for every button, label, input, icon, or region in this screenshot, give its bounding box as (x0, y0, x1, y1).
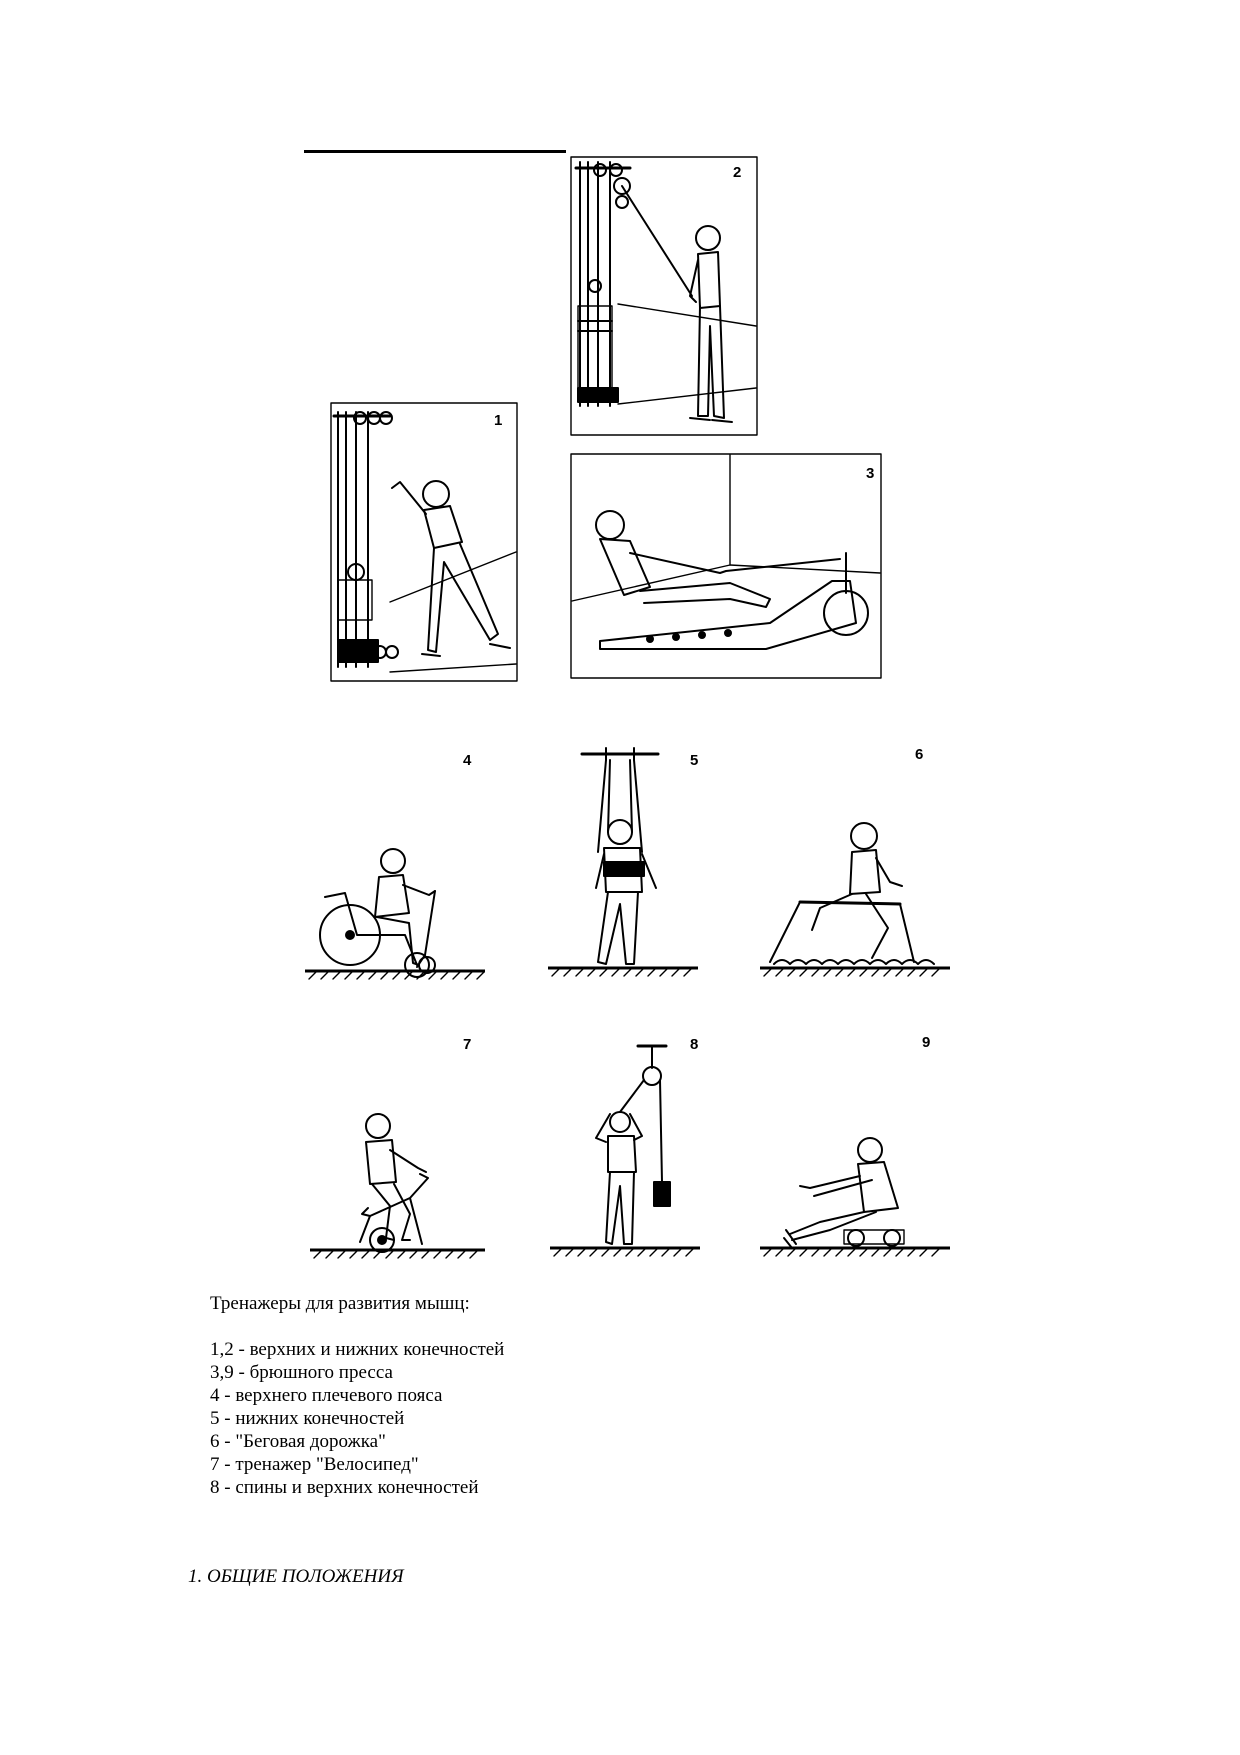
caption-item: 4 - верхнего плечевого пояса (210, 1385, 443, 1406)
panel-number-6: 6 (915, 746, 924, 763)
figure-panel-5 (548, 742, 698, 982)
rowing-machine-illustration (570, 453, 882, 679)
caption-item: 3,9 - брюшного пресса (210, 1362, 393, 1383)
panel-number-2: 2 (733, 164, 742, 181)
floor-rowing-trainer-illustration (760, 1137, 950, 1257)
figure-panel-6 (760, 812, 950, 980)
caption-item: 6 - "Беговая дорожка" (210, 1431, 386, 1452)
panel-number-9: 9 (922, 1034, 931, 1051)
wheelchair-arm-ergometer-illustration (305, 848, 485, 980)
suspension-walking-trainer-illustration (548, 747, 698, 977)
figure-panel-8 (550, 1042, 700, 1260)
figure-panel-2 (570, 156, 758, 436)
panel-number-5: 5 (690, 752, 699, 769)
figure-panel-3 (570, 453, 882, 679)
caption-item: 7 - тренажер "Велосипед" (210, 1454, 419, 1475)
section-heading: 1. ОБЩИЕ ПОЛОЖЕНИЯ (188, 1566, 404, 1587)
exercise-bike-illustration (310, 1113, 485, 1259)
cable-pull-machine-illustration (570, 156, 758, 436)
caption-title: Тренажеры для развития мышц: (210, 1293, 470, 1314)
figure-panel-4 (305, 835, 485, 985)
figure-panel-7 (310, 1110, 485, 1260)
panel-number-3: 3 (866, 465, 875, 482)
panel-number-7: 7 (463, 1036, 472, 1053)
overhead-pulley-weight-illustration (550, 1044, 700, 1257)
top-rule (304, 150, 566, 153)
caption-item: 8 - спины и верхних конечностей (210, 1477, 479, 1498)
panel-number-4: 4 (463, 752, 472, 769)
figure-caption: Тренажеры для развития мышц: 1,2 - верхн… (210, 1292, 504, 1499)
panel-number-1: 1 (494, 412, 503, 429)
panel-number-8: 8 (690, 1036, 699, 1053)
figure-panel-9 (760, 1130, 950, 1260)
figure-panel-1 (330, 402, 518, 682)
caption-item: 1,2 - верхних и нижних конечностей (210, 1339, 505, 1360)
wall-pulley-machine-illustration (330, 402, 518, 682)
treadmill-illustration (760, 822, 950, 977)
caption-item: 5 - нижних конечностей (210, 1408, 405, 1429)
